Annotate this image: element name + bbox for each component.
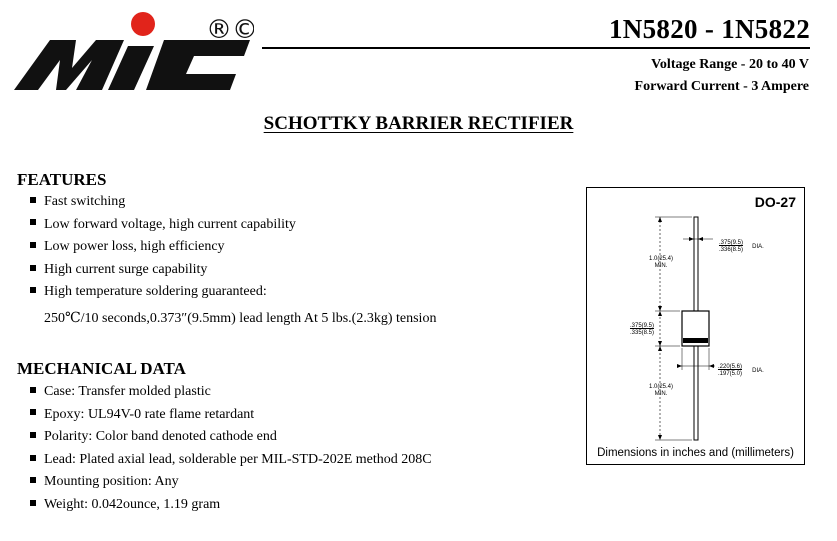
bullet-icon <box>30 477 36 484</box>
forward-current: Forward Current - 3 Ampere <box>634 79 809 94</box>
list-item: Case: Transfer molded plastic <box>30 381 432 404</box>
body-diameter-label: .220(5.6).197(5.0) <box>717 364 742 377</box>
header-rule <box>262 47 810 49</box>
body-diameter-dia: DIA. <box>752 368 764 374</box>
list-item: Mounting position: Any <box>30 471 432 494</box>
list-item: Low forward voltage, high current capabi… <box>30 214 296 237</box>
body-length-label: .375(9.5).335(8.5) <box>629 323 654 336</box>
bullet-icon <box>30 264 36 271</box>
package-name: DO-27 <box>754 194 796 210</box>
list-item: High temperature soldering guaranteed: <box>30 281 296 304</box>
list-item: Epoxy: UL94V-0 rate flame retardant <box>30 404 432 427</box>
bullet-icon <box>30 454 36 461</box>
lead-diameter-label: .375(9.5).336(8.5) <box>718 240 743 253</box>
registered-marks: ®© <box>206 15 254 45</box>
features-list: Fast switching Low forward voltage, high… <box>30 191 296 304</box>
bullet-icon <box>30 409 36 416</box>
list-item: Low power loss, high efficiency <box>30 236 296 259</box>
list-item: Lead: Plated axial lead, solderable per … <box>30 449 432 472</box>
package-caption: Dimensions in inches and (millimeters) <box>597 447 794 459</box>
mechanical-heading: MECHANICAL DATA <box>17 359 186 378</box>
document-title: SCHOTTKY BARRIER RECTIFIER <box>263 113 574 134</box>
soldering-spec: 250℃/10 seconds,0.373″(9.5mm) lead lengt… <box>44 311 437 326</box>
lead-length-top-label: 1.0(25.4)MIN. <box>648 256 673 269</box>
lead-length-bottom-label: 1.0(25.4)MIN. <box>648 384 673 397</box>
voltage-range: Voltage Range - 20 to 40 V <box>651 57 809 72</box>
bullet-icon <box>30 499 36 506</box>
bullet-icon <box>30 431 36 438</box>
list-item: Polarity: Color band denoted cathode end <box>30 426 432 449</box>
bullet-icon <box>30 386 36 393</box>
mechanical-list: Case: Transfer molded plastic Epoxy: UL9… <box>30 381 432 517</box>
bullet-icon <box>30 219 36 226</box>
part-range: 1N5820 - 1N5822 <box>609 14 810 44</box>
list-item: Weight: 0.042ounce, 1.19 gram <box>30 494 432 517</box>
bullet-icon <box>30 196 36 203</box>
list-item: High current surge capability <box>30 259 296 282</box>
lead-diameter-dia: DIA. <box>752 244 764 250</box>
bullet-icon <box>30 241 36 248</box>
features-heading: FEATURES <box>17 170 107 189</box>
diode-drawing <box>655 216 715 441</box>
package-outline-box: DO-27 1.0(25.4)MIN. .375(9. <box>586 187 805 465</box>
list-item: Fast switching <box>30 191 296 214</box>
mic-logo: ®© <box>14 12 254 90</box>
bullet-icon <box>30 287 36 294</box>
